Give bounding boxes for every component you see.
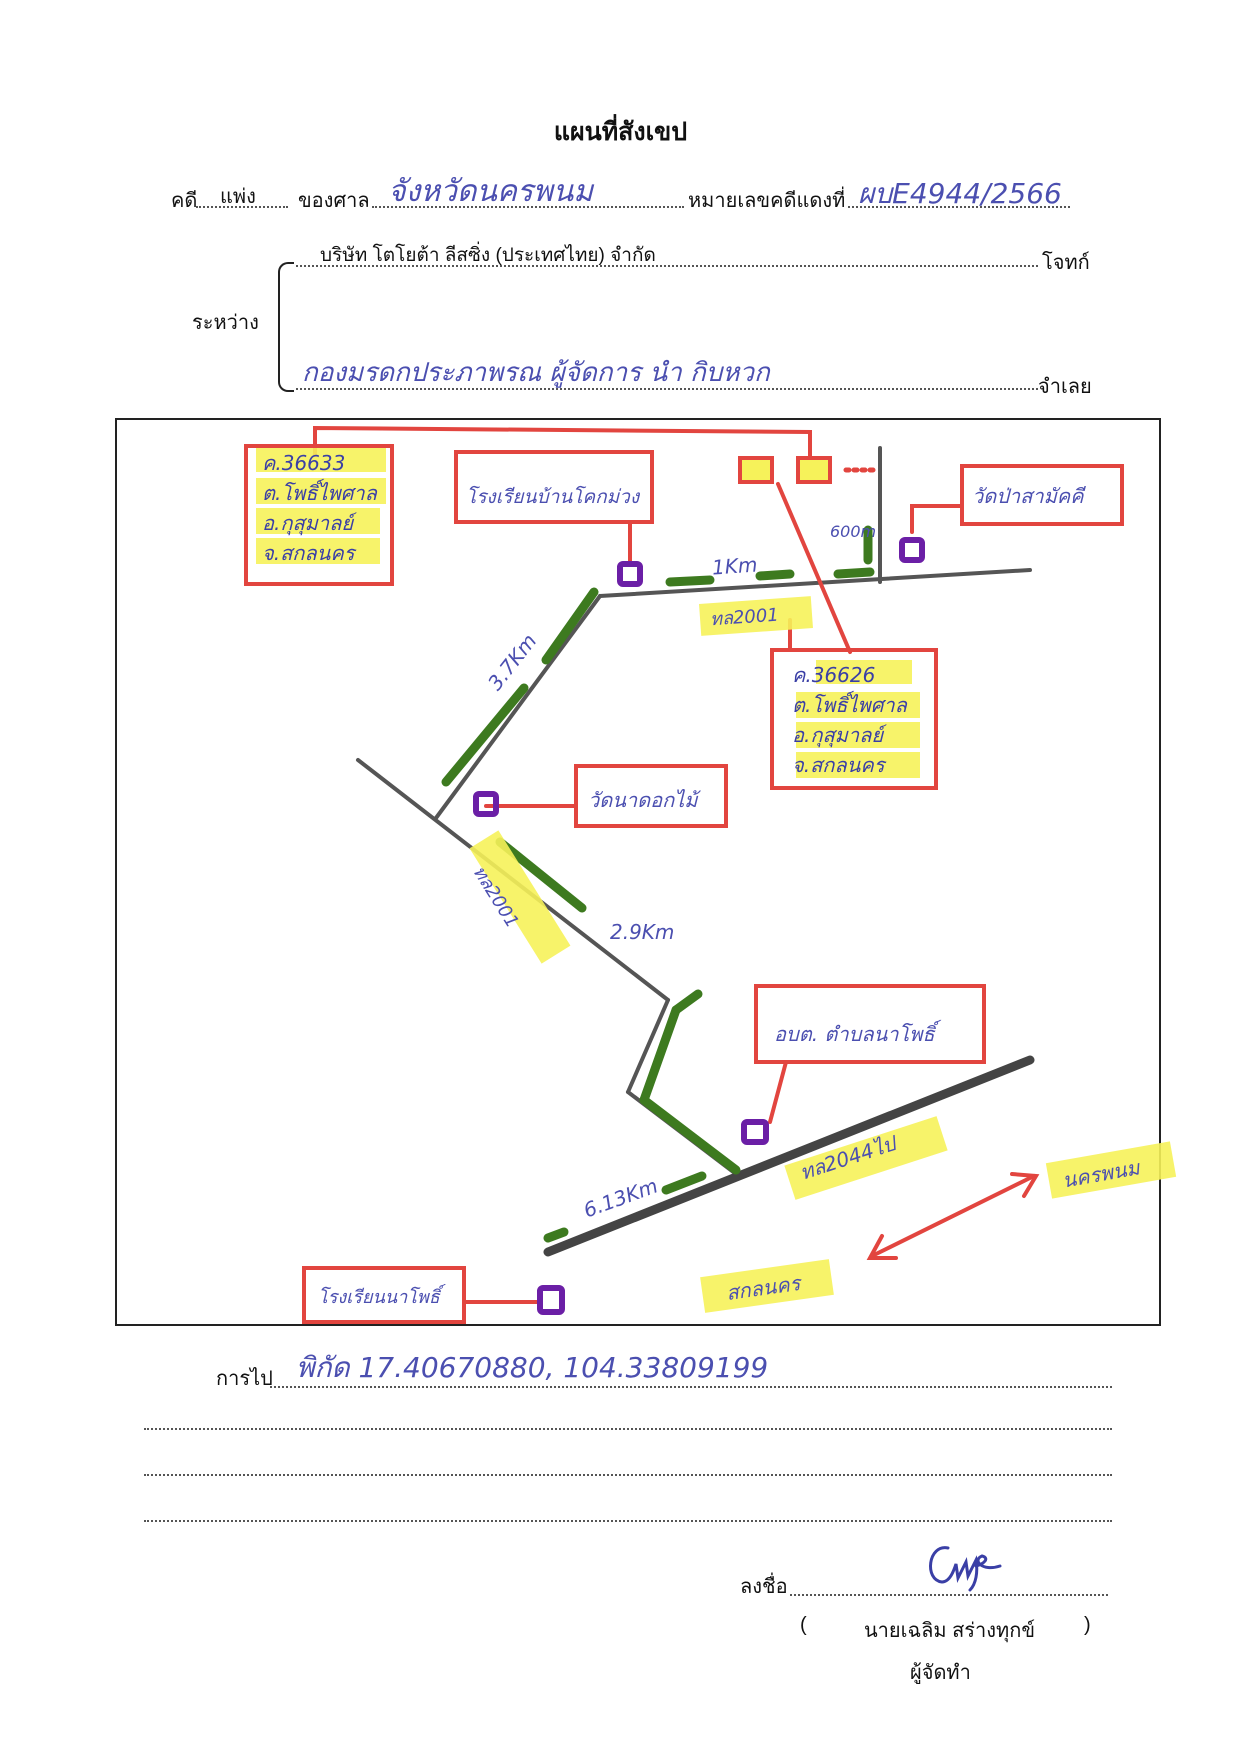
sign-dots	[790, 1594, 1108, 1596]
plot-right-line-1: ค.36626	[792, 663, 876, 687]
temple-mid-box	[574, 764, 728, 828]
school-top-label: โรงเรียนบ้านโคกม่วง	[466, 486, 640, 508]
defendant-label: จำเลย	[1038, 376, 1092, 398]
signer-name: นายเฉลิม สร่างทุกข์	[864, 1620, 1035, 1642]
case-label: คดี	[171, 190, 198, 212]
temple-mid-marker	[473, 791, 499, 817]
school-bottom-marker	[537, 1285, 565, 1315]
sao-label: อบต. ตำบลนาโพธิ์	[774, 1022, 935, 1046]
route-dots-4	[144, 1520, 1112, 1522]
plot-right-box	[770, 648, 938, 790]
plot-right-line-2: ต.โพธิ์ไพศาล	[792, 693, 907, 717]
between-label: ระหว่าง	[192, 312, 259, 334]
highlights	[256, 448, 1177, 1313]
party-brace	[278, 262, 294, 392]
case-type: แพ่ง	[220, 186, 256, 208]
school-top-marker	[617, 561, 643, 587]
plot-left-line-1: ค.36633	[262, 451, 346, 475]
plaintiff-dots	[296, 265, 1038, 267]
distance-1km: 1Km	[711, 552, 759, 580]
plaintiff-name: บริษัท โตโยต้า ลีสซิ่ง (ประเทศไทย) จำกัด	[320, 245, 656, 266]
direction-arrow	[866, 1172, 1040, 1260]
road-main	[543, 1055, 1035, 1257]
plot-left-line-4: จ.สกลนคร	[262, 541, 355, 565]
plot-marker-2	[796, 456, 832, 484]
court-name: จังหวัดนครพนม	[388, 174, 594, 209]
plot-left-line-2: ต.โพธิ์ไพศาล	[262, 481, 377, 505]
defendant-dots	[296, 388, 1038, 390]
route-dots-3	[144, 1474, 1112, 1476]
road-top-label: ทล2001	[709, 604, 780, 631]
plot-right-label: ค.36626 ต.โพธิ์ไพศาล อ.กุสุมาลย์ จ.สกลนค…	[792, 660, 907, 780]
plot-right-line-3: อ.กุสุมาลย์	[792, 723, 884, 747]
defendant-name: กองมรดกประภาพรณ ผู้จัดการ นำ กิบหวก	[302, 358, 770, 388]
plaintiff-label: โจทก์	[1042, 252, 1090, 274]
red-case-number: ผบE4944/2566	[858, 177, 1062, 210]
sao-box	[754, 984, 986, 1064]
road-connector	[434, 594, 602, 820]
temple-top-marker	[899, 537, 925, 563]
route-dots-1	[270, 1386, 1112, 1388]
signer-role: ผู้จัดทำ	[910, 1662, 971, 1684]
signature-scribble	[929, 1546, 1002, 1592]
red-case-dots	[848, 206, 1070, 208]
plot-left-box	[244, 444, 394, 586]
temple-top-label: วัดป่าสามัคคี	[972, 484, 1084, 508]
name-open-paren: (	[800, 1614, 807, 1636]
road-diagonal-bend	[626, 998, 670, 1094]
school-top-box	[454, 450, 654, 524]
map-frame	[115, 418, 1161, 1326]
distance-2-9km: 2.9Km	[610, 920, 675, 944]
route-label: การไป	[216, 1368, 273, 1390]
plot-left-line-3: อ.กุสุมาลย์	[262, 511, 354, 535]
plot-right-line-4: จ.สกลนคร	[792, 753, 885, 777]
label-boxes	[244, 444, 1124, 1324]
case-dots	[196, 206, 288, 208]
school-bottom-box	[302, 1266, 466, 1324]
temple-mid-label: วัดนาดอกไม้	[588, 788, 698, 812]
route-coordinates: พิกัด 17.40670880, 104.33809199	[296, 1351, 769, 1384]
plot-marker-1	[738, 456, 774, 484]
red-case-label: หมายเลขคดีแดงที่	[688, 190, 846, 212]
place-markers	[473, 537, 925, 1315]
court-dots	[372, 206, 684, 208]
sao-marker	[741, 1119, 769, 1145]
page-title: แผนที่สังเขป	[553, 118, 688, 146]
temple-top-box	[960, 464, 1124, 526]
name-close-paren: )	[1084, 1614, 1091, 1636]
leader-lines	[313, 425, 964, 1304]
road-top	[598, 568, 1032, 598]
sign-label: ลงชื่อ	[740, 1576, 788, 1598]
court-label: ของศาล	[298, 190, 370, 212]
school-bottom-label: โรงเรียนนาโพธิ์	[318, 1287, 440, 1308]
route-dots-2	[144, 1428, 1112, 1430]
route-path	[441, 525, 875, 1243]
plot-left-label: ค.36633 ต.โพธิ์ไพศาล อ.กุสุมาลย์ จ.สกลนค…	[262, 448, 377, 568]
distance-600m: 600m	[830, 522, 877, 541]
